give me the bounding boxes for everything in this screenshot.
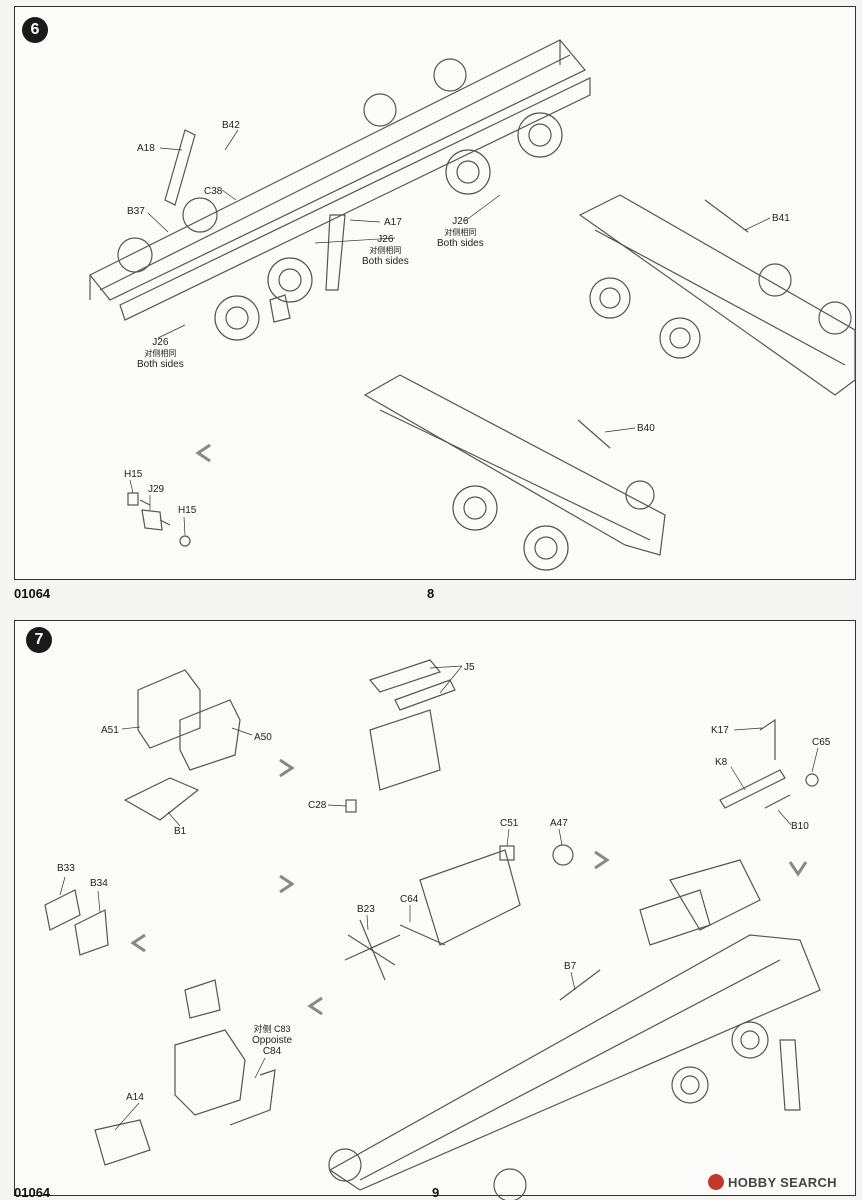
label-c65: C65	[812, 737, 831, 748]
step-7-panel	[14, 620, 856, 1196]
label-b40: B40	[637, 423, 655, 434]
label-c51: C51	[500, 818, 519, 829]
label-b10: B10	[791, 821, 809, 832]
label-a17: A17	[384, 217, 402, 228]
label-c83-cn: 对侧 C83	[253, 1024, 291, 1034]
label-j26-middle-cn: 对侧相同	[369, 246, 402, 255]
direction-arrows-7	[130, 758, 808, 1016]
label-b7: B7	[564, 961, 577, 972]
engine-block-parts	[123, 659, 456, 821]
label-k17: K17	[711, 725, 729, 736]
label-a18: A18	[137, 143, 155, 154]
page-number-9: 9	[432, 1185, 440, 1200]
label-j26-right-cn: 对侧相同	[444, 228, 477, 237]
engine-assembly	[344, 844, 574, 981]
part-h15-a	[127, 492, 139, 506]
label-j26-middle-part: J26	[377, 234, 394, 245]
label-c83-en: Oppoiste	[252, 1035, 293, 1046]
step-6-badge: 6	[22, 17, 48, 43]
label-j26-right-part: J26	[452, 216, 469, 227]
label-j26-right-en: Both sides	[437, 238, 484, 249]
direction-arrow-6	[195, 443, 211, 463]
label-c38: C38	[204, 186, 223, 197]
product-code-footer-top: 01064	[14, 586, 51, 601]
label-c83-c84: 对侧 C83 Oppoiste C84	[252, 1024, 292, 1057]
label-j26-middle: J26 对侧相同 Both sides	[362, 234, 409, 267]
label-a14: A14	[126, 1092, 144, 1103]
label-b33: B33	[57, 863, 75, 874]
label-c64: C64	[400, 894, 419, 905]
chassis-drawing-bottom	[363, 374, 666, 571]
label-j26-left-part: J26	[152, 337, 169, 348]
bracket-parts	[44, 889, 109, 956]
step-7-badge: 7	[26, 627, 52, 653]
label-j26-middle-en: Both sides	[362, 256, 409, 267]
label-b1: B1	[174, 826, 187, 837]
label-j26-left: J26 对侧相同 Both sides	[137, 337, 184, 370]
label-b23: B23	[357, 904, 375, 915]
label-j26-left-cn: 对侧相同	[144, 349, 177, 358]
transmission-parts	[94, 979, 276, 1166]
label-c84: C84	[262, 1046, 282, 1057]
watermark-text: HOBBY SEARCH	[728, 1174, 837, 1190]
label-j26-left-en: Both sides	[137, 359, 184, 370]
label-j26-right: J26 对侧相同 Both sides	[437, 216, 484, 249]
chassis-drawing-main	[89, 39, 591, 526]
lever-parts	[719, 718, 819, 809]
label-k8: K8	[715, 757, 728, 768]
page-number-8: 8	[427, 586, 435, 601]
part-j29	[141, 509, 163, 531]
label-a50: A50	[254, 732, 272, 743]
full-chassis-assembly	[328, 859, 821, 1200]
label-j29: J29	[148, 484, 165, 495]
product-code-footer-bottom: 01064	[14, 1185, 51, 1200]
label-b42: B42	[222, 120, 240, 131]
label-b41: B41	[772, 213, 790, 224]
label-c28: C28	[308, 800, 327, 811]
label-a47: A47	[550, 818, 568, 829]
label-j5: J5	[464, 662, 475, 673]
label-b37: B37	[127, 206, 145, 217]
step-6-panel	[14, 6, 856, 580]
callout-leader-lines	[59, 129, 819, 1131]
label-h15-b: H15	[178, 505, 197, 516]
hobby-search-logo-icon	[708, 1174, 724, 1190]
label-a51: A51	[101, 725, 119, 736]
label-b34: B34	[90, 878, 108, 889]
part-h15-b	[179, 535, 191, 547]
watermark: HOBBY SEARCH	[708, 1174, 837, 1190]
chassis-drawing-right	[578, 194, 856, 396]
label-h15-a: H15	[124, 469, 143, 480]
